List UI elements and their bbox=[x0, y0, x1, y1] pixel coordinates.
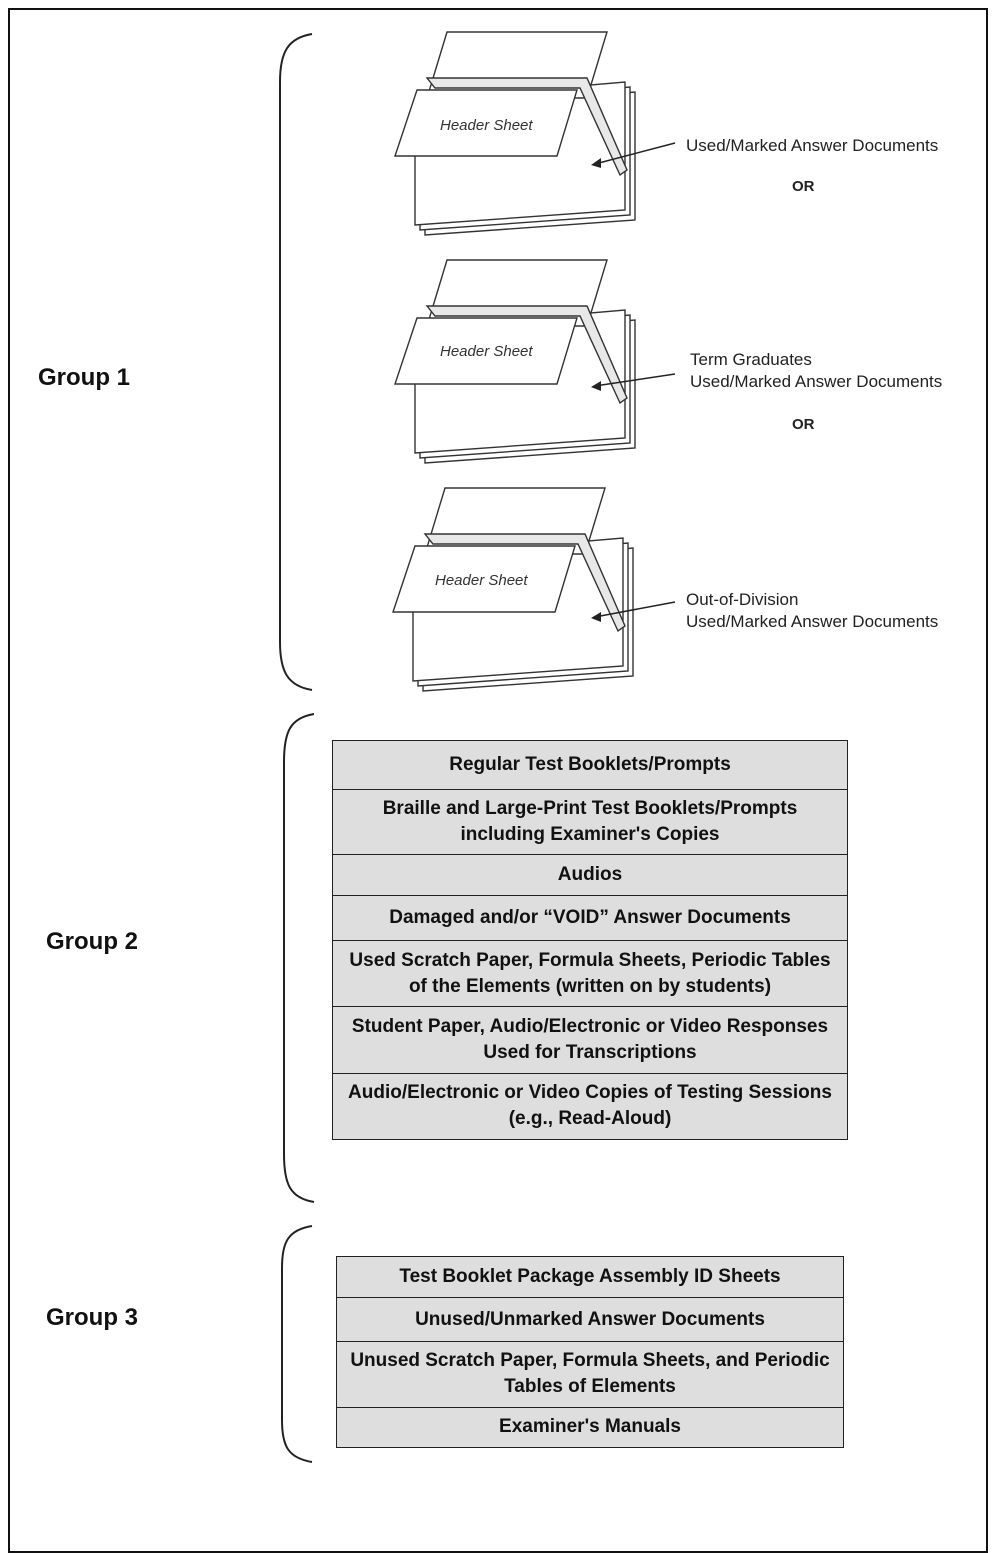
header-sheet-label-3: Header Sheet bbox=[435, 572, 528, 589]
callout-2-line-1: Term Graduates bbox=[690, 350, 812, 369]
group2-item-row: Damaged and/or “VOID” Answer Documents bbox=[333, 895, 847, 940]
group2-item-row: Student Paper, Audio/Electronic or Video… bbox=[333, 1006, 847, 1072]
callout-3: Out-of-Division Used/Marked Answer Docum… bbox=[686, 589, 938, 633]
group3-item-row: Unused/Unmarked Answer Documents bbox=[337, 1297, 843, 1340]
group3-item-table: Test Booklet Package Assembly ID Sheets … bbox=[336, 1256, 844, 1448]
group2-item-table: Regular Test Booklets/Prompts Braille an… bbox=[332, 740, 848, 1140]
group3-item-row: Test Booklet Package Assembly ID Sheets bbox=[399, 1266, 781, 1288]
group2-item-row: Regular Test Booklets/Prompts bbox=[449, 753, 731, 775]
group2-item-row: Audios bbox=[333, 853, 847, 896]
answer-document-stack-3: Header Sheet bbox=[392, 487, 676, 692]
callout-3-line-1: Out-of-Division bbox=[686, 590, 799, 609]
or-separator-2: OR bbox=[792, 416, 815, 433]
callout-2: Term Graduates Used/Marked Answer Docume… bbox=[690, 349, 942, 393]
header-sheet-label-2: Header Sheet bbox=[440, 343, 533, 360]
group2-item-row: Audio/Electronic or Video Copies of Test… bbox=[333, 1072, 847, 1139]
group2-item-row: Used Scratch Paper, Formula Sheets, Peri… bbox=[333, 940, 847, 1006]
group1-brace bbox=[279, 33, 313, 691]
callout-1-line-1: Used/Marked Answer Documents bbox=[686, 136, 939, 155]
group2-brace bbox=[283, 713, 315, 1203]
group3-item-row: Unused Scratch Paper, Formula Sheets, an… bbox=[337, 1340, 843, 1407]
group3-brace bbox=[281, 1225, 313, 1463]
group3-item-row: Examiner's Manuals bbox=[337, 1406, 843, 1447]
answer-document-stack-1: Header Sheet bbox=[394, 31, 676, 236]
header-sheet-label-1: Header Sheet bbox=[440, 117, 533, 134]
answer-document-stack-2: Header Sheet bbox=[394, 259, 676, 464]
group2-label: Group 2 bbox=[46, 928, 139, 955]
or-separator-1: OR bbox=[792, 178, 815, 195]
callout-2-line-2: Used/Marked Answer Documents bbox=[690, 372, 943, 391]
callout-3-line-2: Used/Marked Answer Documents bbox=[686, 612, 939, 631]
callout-1: Used/Marked Answer Documents bbox=[686, 135, 938, 157]
group2-item-row: Braille and Large-Print Test Booklets/Pr… bbox=[333, 788, 847, 854]
group1-label: Group 1 bbox=[38, 364, 131, 391]
group3-label: Group 3 bbox=[46, 1304, 139, 1331]
